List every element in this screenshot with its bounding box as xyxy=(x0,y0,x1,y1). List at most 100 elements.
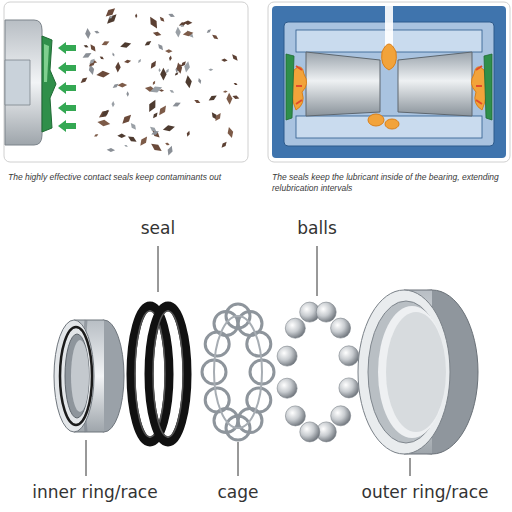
particle xyxy=(111,101,114,107)
particle xyxy=(138,135,149,148)
cage xyxy=(202,304,274,440)
particle xyxy=(112,82,120,89)
particle xyxy=(129,122,138,131)
particle xyxy=(165,49,173,53)
part-label: balls xyxy=(297,218,337,238)
particle xyxy=(79,76,88,85)
ball xyxy=(339,346,359,366)
particle xyxy=(127,134,138,143)
inner-ring xyxy=(54,320,124,432)
particle xyxy=(182,30,194,37)
ball xyxy=(277,346,297,366)
ball xyxy=(277,378,297,398)
particle xyxy=(152,111,159,119)
particle xyxy=(85,28,91,39)
particle xyxy=(166,145,174,156)
ball xyxy=(339,378,359,398)
ball xyxy=(285,318,305,338)
particle xyxy=(186,130,191,137)
particle xyxy=(99,55,105,60)
particle xyxy=(208,68,213,71)
particle xyxy=(180,60,187,68)
particle xyxy=(223,90,228,93)
ball xyxy=(316,302,336,322)
particle xyxy=(152,31,162,38)
particle xyxy=(152,80,156,85)
particle xyxy=(89,43,98,53)
particle xyxy=(179,24,184,28)
particle xyxy=(124,144,129,148)
particle xyxy=(165,142,170,146)
particle xyxy=(100,108,110,119)
particle xyxy=(94,133,99,137)
green-arrows xyxy=(58,42,76,132)
particle xyxy=(101,40,110,47)
particle xyxy=(213,112,222,123)
green-arrow xyxy=(58,42,76,54)
particle xyxy=(169,89,175,94)
green-arrow xyxy=(58,120,76,132)
ball xyxy=(331,406,351,426)
particle xyxy=(97,119,111,127)
particle xyxy=(175,27,181,38)
particle xyxy=(149,60,158,70)
particle xyxy=(126,91,129,96)
particle xyxy=(169,55,173,61)
particle xyxy=(147,15,160,30)
particle xyxy=(174,71,179,76)
particle xyxy=(124,59,132,64)
part-label: cage xyxy=(217,482,258,502)
particle xyxy=(115,62,121,73)
particle xyxy=(151,129,162,139)
particle xyxy=(197,77,202,84)
particle xyxy=(211,33,219,40)
particle xyxy=(226,126,235,139)
particle xyxy=(135,14,138,19)
particle xyxy=(221,58,228,62)
particle xyxy=(232,94,240,100)
outer-ring xyxy=(358,290,478,454)
particle xyxy=(160,68,166,81)
particle xyxy=(104,6,117,19)
part-label: inner ring/race xyxy=(32,482,157,502)
particle xyxy=(150,129,159,136)
particle xyxy=(172,101,182,109)
particle xyxy=(97,108,111,120)
particle xyxy=(144,39,153,47)
cage-rim xyxy=(214,316,262,428)
particle xyxy=(83,44,89,48)
caption: The seals keep the lubricant inside of t… xyxy=(272,172,508,193)
particle xyxy=(81,51,92,60)
particle xyxy=(231,53,240,62)
particle xyxy=(194,99,201,105)
particle xyxy=(220,140,228,149)
particle xyxy=(149,141,163,154)
particle xyxy=(207,94,217,103)
particle xyxy=(157,43,165,52)
particle xyxy=(226,93,233,105)
part-label: outer ring/race xyxy=(362,482,489,502)
green-arrow xyxy=(58,82,76,94)
lubricant-panel xyxy=(268,2,510,162)
particle xyxy=(107,148,116,153)
particle xyxy=(117,133,126,138)
particle xyxy=(88,57,96,65)
particle xyxy=(149,84,163,95)
particle xyxy=(206,28,212,34)
particle xyxy=(146,98,158,113)
particle xyxy=(168,12,176,18)
particle xyxy=(137,58,142,63)
leader-lines xyxy=(86,246,410,476)
contaminant-particles xyxy=(79,6,240,156)
particle xyxy=(162,124,176,133)
particle xyxy=(157,104,169,117)
particle xyxy=(184,75,192,89)
particle xyxy=(96,70,110,78)
particle xyxy=(119,41,132,50)
particle xyxy=(112,52,116,57)
particle xyxy=(159,16,166,23)
ball xyxy=(285,406,305,426)
particle xyxy=(158,68,160,72)
